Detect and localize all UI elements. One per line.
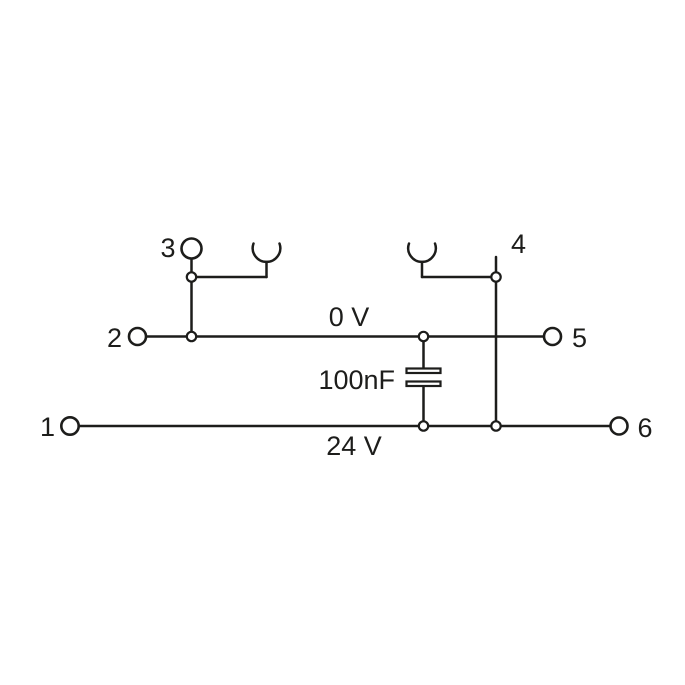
labels: 3 4 2 5 1 6 0 V 24 V 100nF [40,229,653,461]
junction-terminal4-bridge [490,271,502,283]
terminal-1-label: 1 [40,412,55,442]
junction-capacitor-24v [417,420,430,432]
socket-contacts [251,242,438,264]
terminal-3-label: 3 [160,233,175,263]
junction-terminal3-0v [185,330,198,343]
terminal-5-label: 5 [572,323,587,353]
terminal-2-label: 2 [107,323,122,353]
capacitor-plate-bottom [405,380,442,388]
terminal-6-circle [609,416,629,436]
net-0v-label: 0 V [329,302,370,332]
capacitor-symbol [405,367,442,388]
terminal-4-label: 4 [511,229,526,259]
terminal-6-label: 6 [638,413,653,443]
right-socket-contact-icon [406,242,438,264]
capacitor-plate-top [405,367,442,375]
terminal-3-circle [180,237,203,260]
capacitor-value-label: 100nF [318,365,395,395]
junction-terminal4-24v [490,420,502,432]
junction-terminal3-bridge [185,271,198,283]
terminal-2-circle [127,326,148,347]
wires [68,247,621,428]
junction-capacitor-0v [417,330,430,343]
terminal-5-circle [542,326,563,347]
terminal-1-circle [59,415,80,436]
junctions [185,271,502,432]
net-24v-label: 24 V [326,431,382,461]
left-socket-contact-icon [251,242,282,264]
terminal-circles [59,237,629,436]
